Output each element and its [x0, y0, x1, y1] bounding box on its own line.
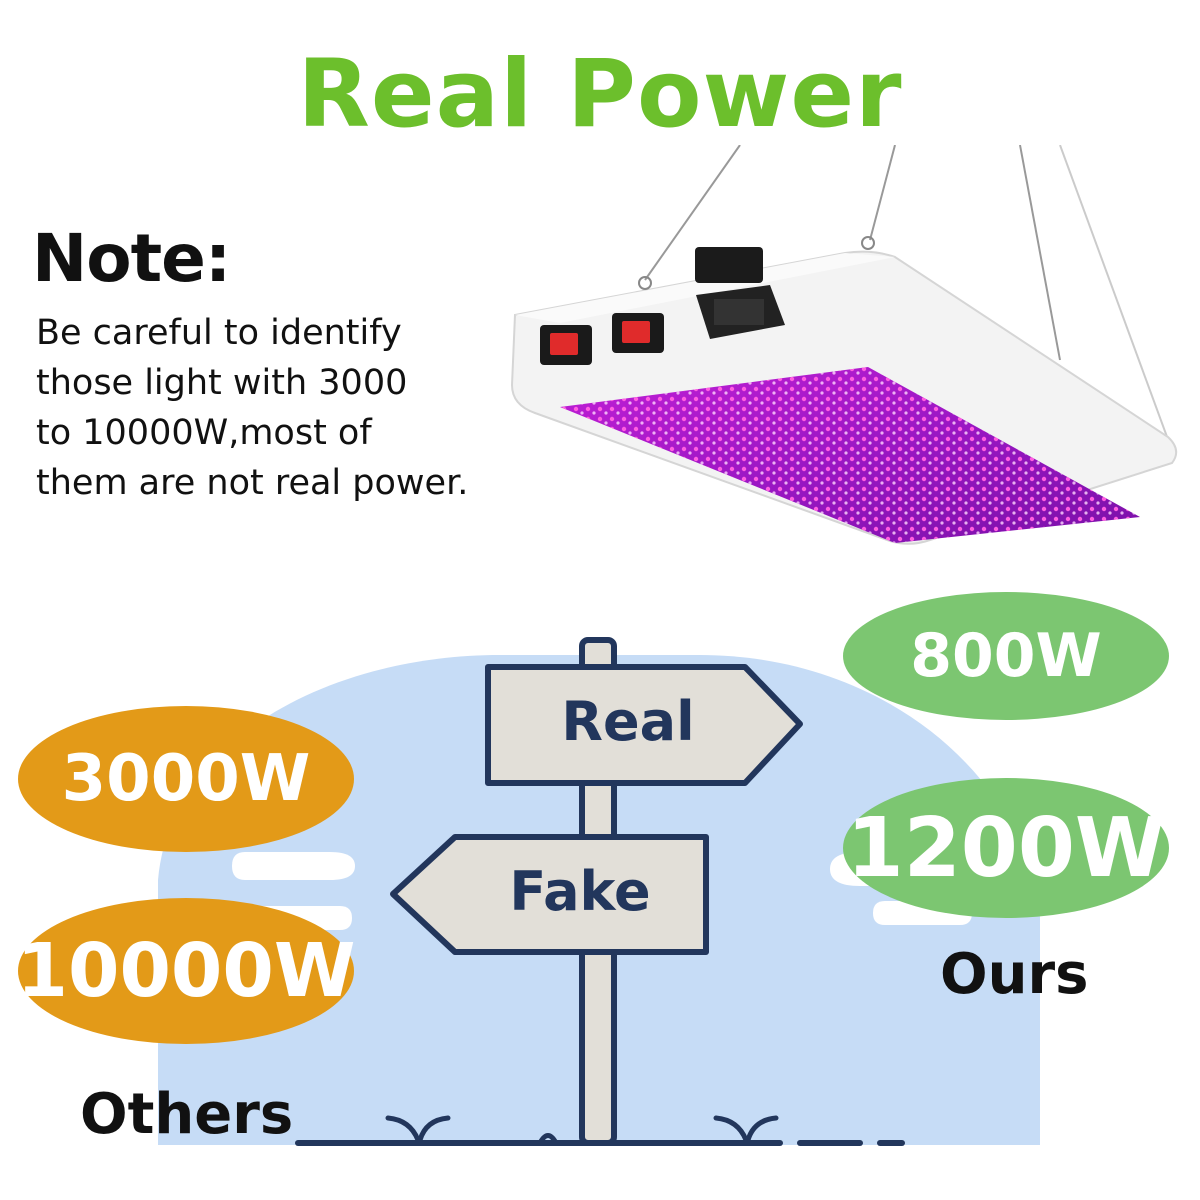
badge-label: 800W [910, 621, 1102, 691]
badge-label: 3000W [61, 742, 311, 816]
ours-label: Ours [940, 942, 1089, 1007]
note-line: to 10000W,most of [36, 413, 372, 453]
fake-sign-label: Fake [509, 860, 651, 923]
ours-badge-800w: 800W [843, 592, 1169, 720]
badge-label: 10000W [16, 928, 356, 1014]
note-line: those light with 3000 [36, 363, 408, 403]
real-sign-label: Real [561, 690, 695, 753]
others-badge-3000w: 3000W [18, 706, 354, 852]
grow-light-image [510, 145, 1178, 545]
page-title: Real Power [297, 40, 903, 149]
others-label: Others [80, 1082, 294, 1147]
note-heading: Note: [32, 220, 231, 297]
note-line: them are not real power. [36, 463, 469, 503]
others-badge-10000w: 10000W [16, 898, 356, 1044]
ours-badge-1200w: 1200W [843, 778, 1169, 918]
badge-label: 1200W [846, 800, 1166, 896]
note-line: Be careful to identify [36, 313, 402, 353]
